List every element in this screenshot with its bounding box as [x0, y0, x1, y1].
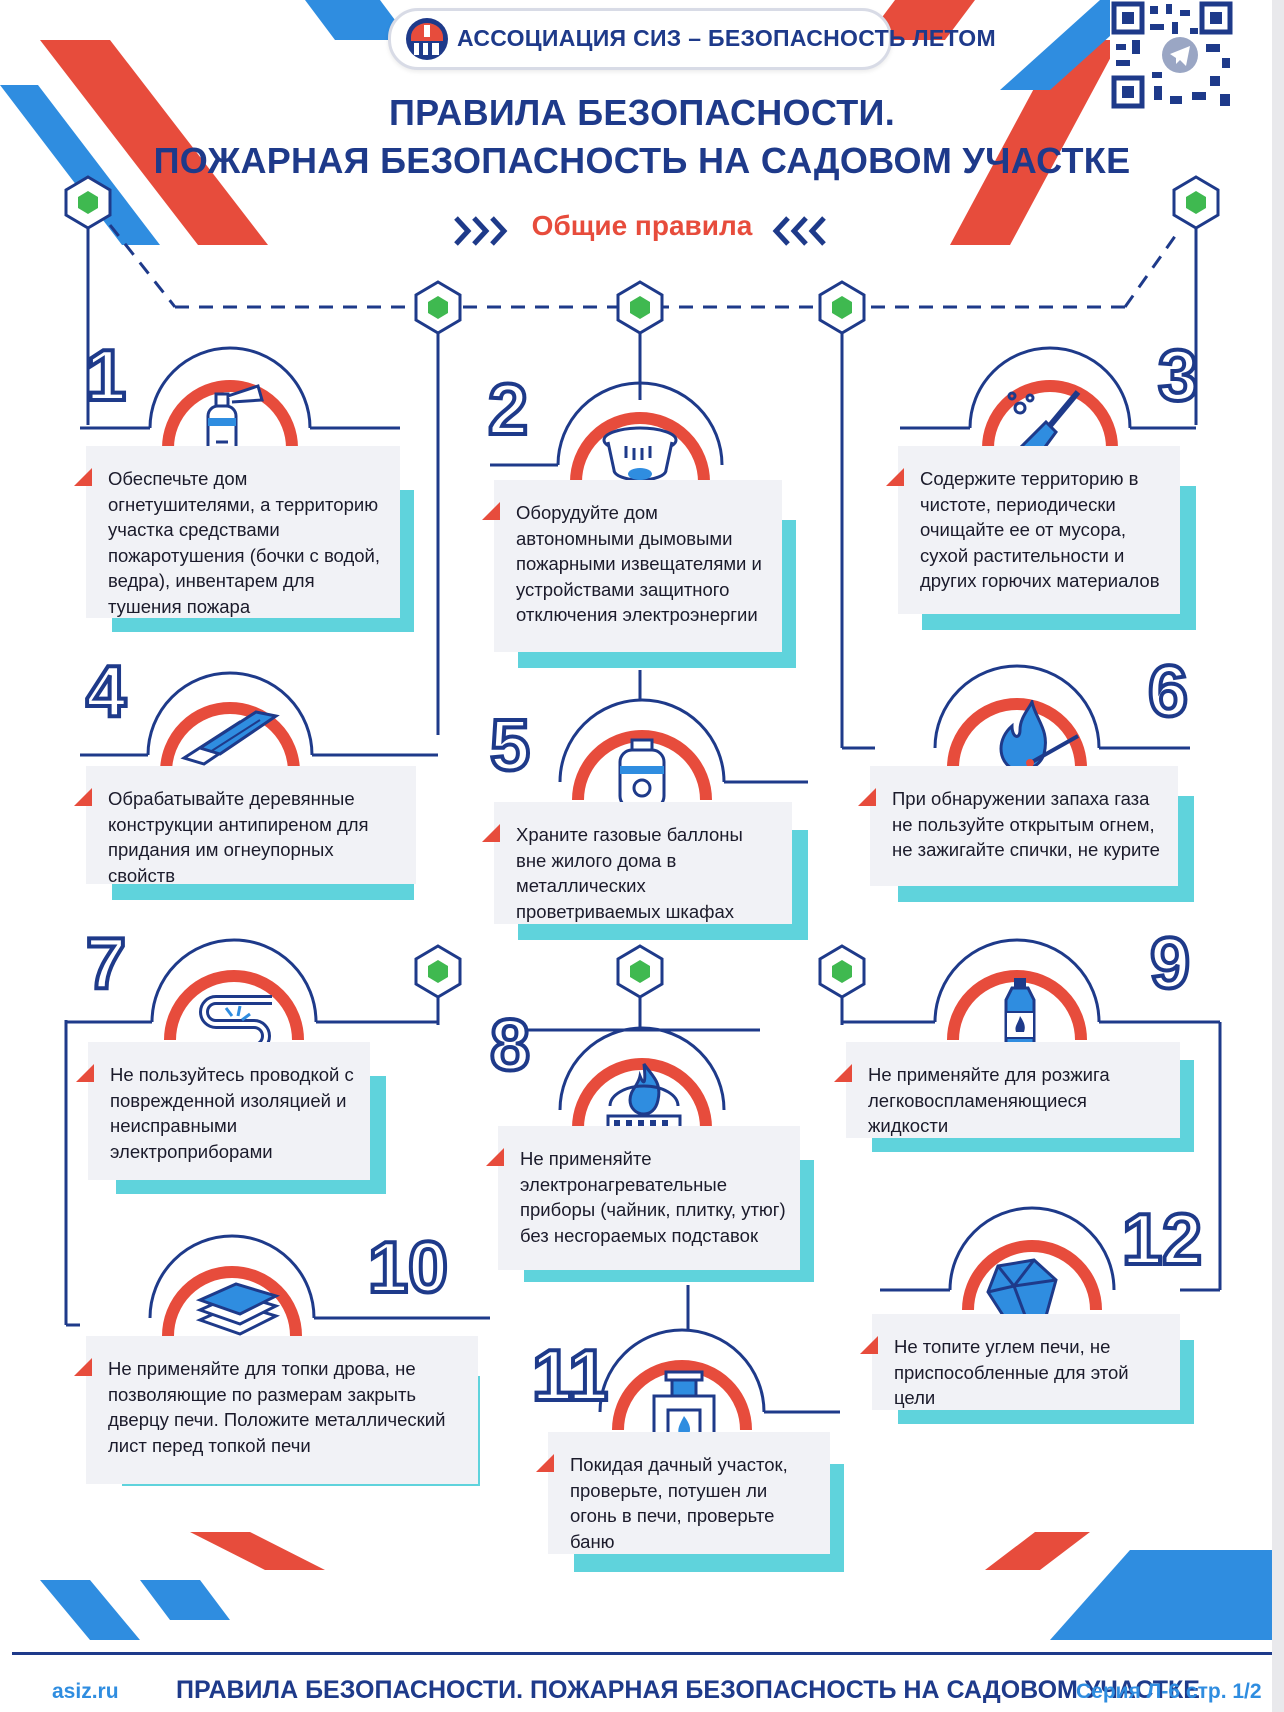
rule-4-text: Обрабатывайте деревянные конструкции ант…	[108, 788, 369, 886]
page-title-line-2: ПОЖАРНАЯ БЕЗОПАСНОСТЬ НА САДОВОМ УЧАСТКЕ	[153, 140, 1131, 181]
rule-3-text: Содержите территорию в чистоте, периодич…	[920, 468, 1160, 591]
rule-10-text: Не применяйте для топки дрова, не позвол…	[108, 1358, 446, 1456]
rule-8-text: Не применяйте электронагревательные приб…	[520, 1148, 786, 1246]
rule-6-card: При обнаружении запаха газа не пользуйте…	[858, 766, 1178, 886]
rule-2-text: Оборудуйте дом автономными дымовыми пожа…	[516, 502, 762, 625]
rule-4-number: 4	[84, 652, 128, 732]
rule-6-text: При обнаружении запаха газа не пользуйте…	[892, 788, 1160, 860]
rule-3-number: 3	[1156, 336, 1200, 416]
qr-code-icon	[1110, 0, 1234, 110]
rule-4-card: Обрабатывайте деревянные конструкции ант…	[74, 766, 416, 886]
footer-divider	[12, 1652, 1272, 1655]
page-title-line-1: ПРАВИЛА БЕЗОПАСНОСТИ.	[388, 92, 896, 133]
footer-series: Серия Л-6 стр. 1/2	[1076, 1680, 1262, 1703]
rule-12-card: Не топите углем печи, не приспособленные…	[860, 1314, 1180, 1410]
heater-flame-icon	[606, 1063, 682, 1132]
rule-8-number: 8	[488, 1006, 532, 1086]
rule-2-number: 2	[486, 370, 530, 450]
wooden-planks-icon	[180, 710, 280, 766]
rule-2-card: Оборудуйте дом автономными дымовыми пожа…	[482, 480, 782, 652]
metal-sheet-icon	[196, 1282, 280, 1336]
rule-8-card: Не применяйте электронагревательные приб…	[486, 1126, 800, 1270]
rule-1-text: Обеспечьте дом огнетушителями, а террито…	[108, 468, 380, 617]
section-heading-label: Общие правила	[531, 210, 753, 241]
association-header: АССОЦИАЦИЯ СИЗ – БЕЗОПАСНОСТЬ ЛЕТОМ	[388, 8, 996, 70]
association-logo-icon	[406, 18, 448, 60]
rule-5-card: Храните газовые баллоны вне жилого дома …	[482, 802, 792, 924]
rule-11-text: Покидая дачный участок, проверьте, потуш…	[570, 1454, 788, 1552]
rule-5-number: 5	[488, 706, 532, 786]
chevrons-right-icon	[454, 216, 508, 246]
rule-1-card: Обеспечьте дом огнетушителями, а террито…	[74, 446, 400, 618]
rule-1-number: 1	[84, 336, 128, 416]
rule-9-card: Не применяйте для розжига легковоспламен…	[834, 1042, 1180, 1138]
rule-10-card: Не применяйте для топки дрова, не позвол…	[74, 1336, 478, 1484]
footer-site-link[interactable]: asiz.ru	[52, 1680, 119, 1703]
rule-9-text: Не применяйте для розжига легковоспламен…	[868, 1064, 1110, 1136]
footer-title: ПРАВИЛА БЕЗОПАСНОСТИ. ПОЖАРНАЯ БЕЗОПАСНО…	[176, 1676, 1200, 1704]
rule-5-text: Храните газовые баллоны вне жилого дома …	[516, 824, 743, 922]
rule-9-number: 9	[1148, 924, 1192, 1004]
rule-3-card: Содержите территорию в чистоте, периодич…	[886, 446, 1180, 614]
association-header-label: АССОЦИАЦИЯ СИЗ – БЕЗОПАСНОСТЬ ЛЕТОМ	[457, 25, 996, 51]
rule-12-text: Не топите углем печи, не приспособленные…	[894, 1336, 1129, 1408]
rule-11-card: Покидая дачный участок, проверьте, потуш…	[536, 1432, 830, 1554]
rule-12-number: 12	[1120, 1200, 1204, 1280]
rule-7-number: 7	[84, 924, 128, 1004]
match-flame-icon	[999, 700, 1079, 772]
rule-10-number: 10	[366, 1228, 450, 1308]
rule-7-card: Не пользуйтесь проводкой с поврежденной …	[76, 1042, 370, 1180]
rule-11-number: 11	[530, 1336, 610, 1416]
rule-6-number: 6	[1146, 652, 1190, 732]
chevrons-left-icon	[772, 216, 826, 246]
rule-7-text: Не пользуйтесь проводкой с поврежденной …	[110, 1064, 354, 1162]
